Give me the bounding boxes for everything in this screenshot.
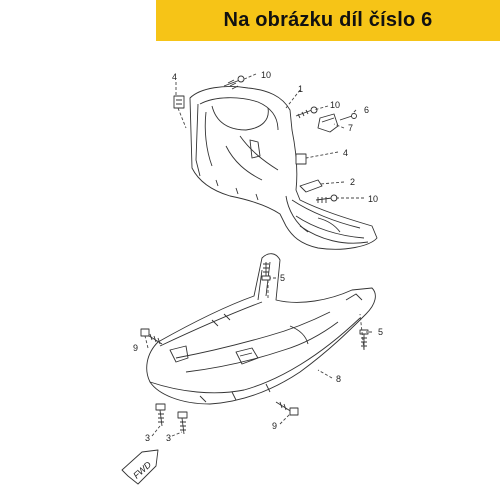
screw-9a [140,328,163,345]
screw-10b [295,106,318,119]
bracket-part-6 [317,113,357,133]
callout-10b: 10 [330,100,340,110]
part-number-banner: Na obrázku díl číslo 6 [156,0,500,41]
callout-2: 2 [350,177,355,187]
callout-3a: 3 [145,433,150,443]
screw-3a [155,403,166,427]
callout-8: 8 [336,374,341,384]
leader-lines [144,73,372,437]
screw-3b [177,411,188,435]
callout-1: 1 [298,84,303,94]
screw-10a [223,75,245,90]
clip-nut-4b [295,153,307,165]
callout-10a: 10 [261,70,271,80]
callout-3b: 3 [166,433,171,443]
callout-4a: 4 [172,72,177,82]
leg-shield-inner-cover [189,86,378,250]
banner-text: Na obrázku díl číslo 6 [223,9,433,31]
callout-7: 7 [348,123,353,133]
screw-9b [275,401,299,416]
callout-9b: 9 [272,421,277,431]
footrest-under-cover [146,253,376,405]
callout-10c: 10 [368,194,378,204]
clip-nut-4a [173,95,185,109]
callout-6: 6 [364,105,369,115]
forward-arrow-icon [121,449,159,485]
screw-10c [315,194,338,203]
callout-9a: 9 [133,343,138,353]
callout-4b: 4 [343,148,348,158]
callout-5b: 5 [378,327,383,337]
emblem-part-2 [299,179,323,193]
callout-5a: 5 [280,273,285,283]
